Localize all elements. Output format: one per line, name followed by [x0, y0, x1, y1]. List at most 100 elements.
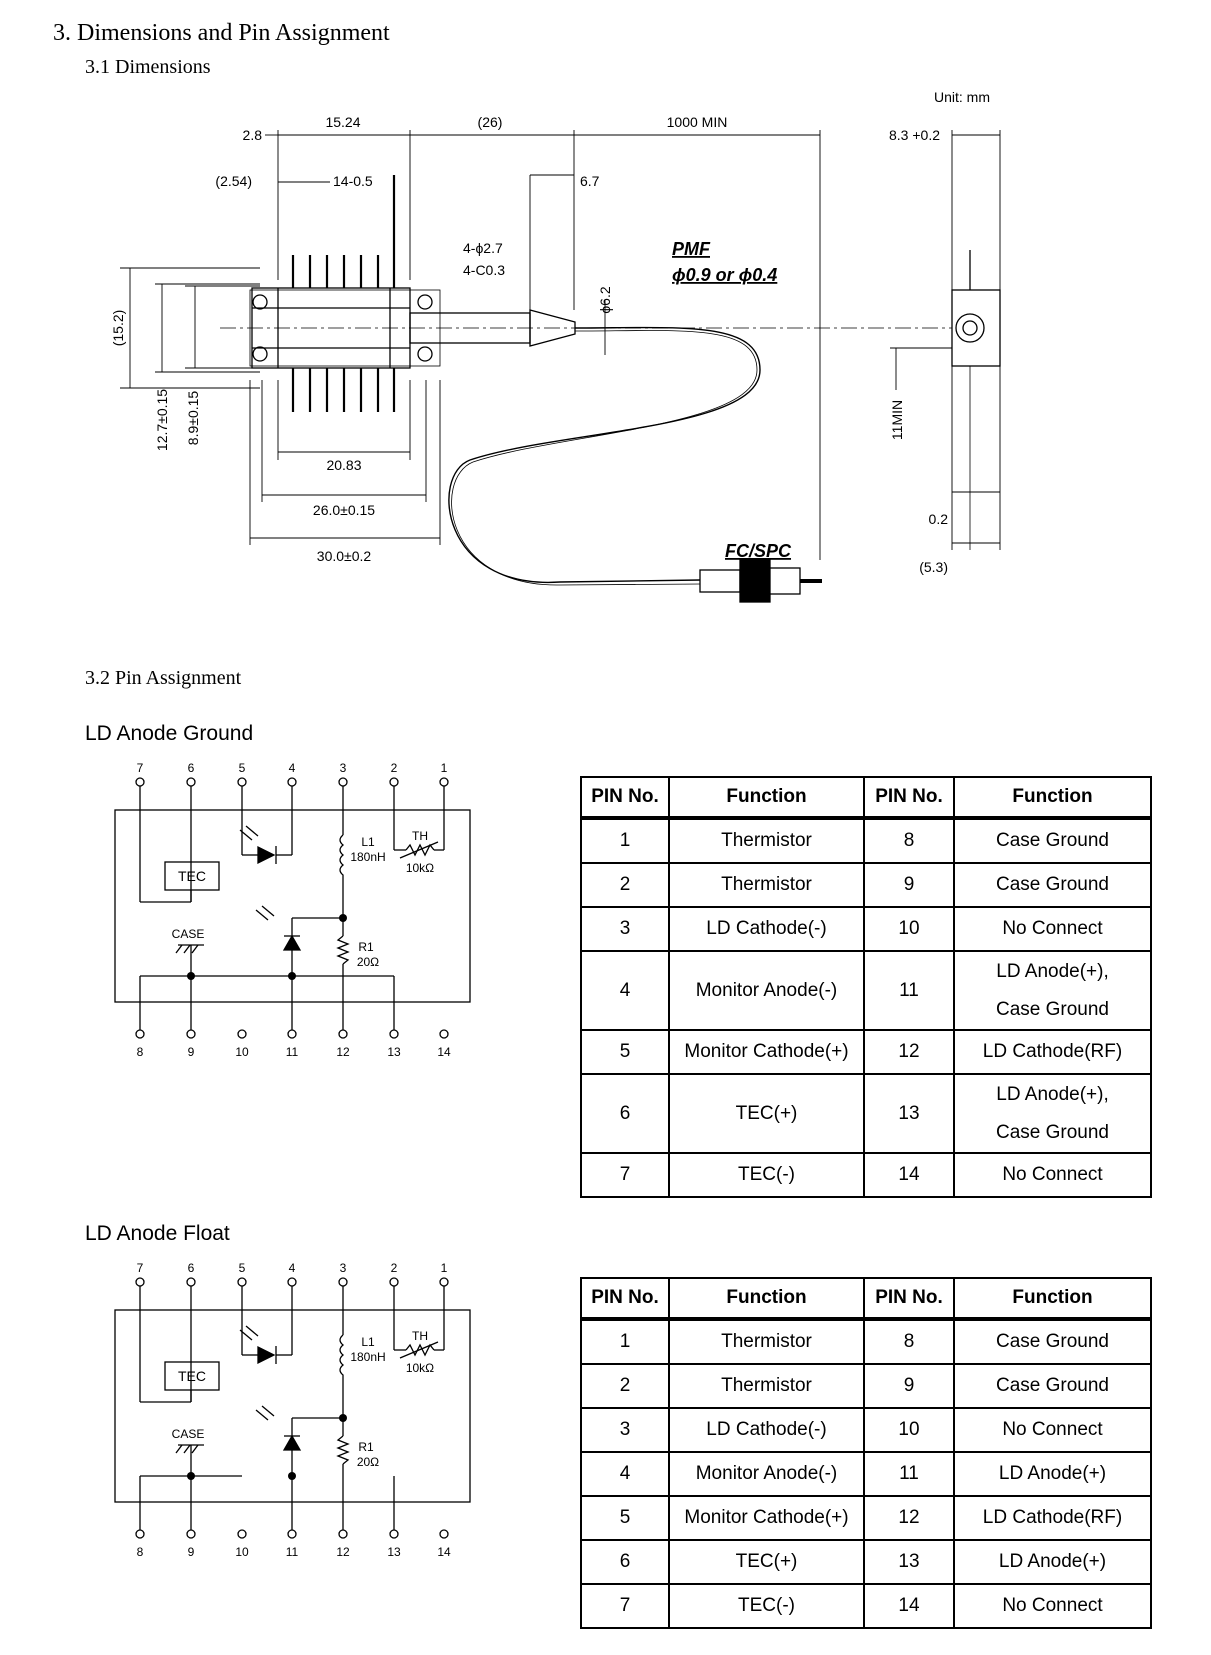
table-row: 5 Monitor Cathode(+) 12 LD Cathode(RF) [580, 1495, 1152, 1541]
pin-function: Case Ground [953, 1318, 1152, 1365]
dim-12-7: 12.7±0.15 [154, 389, 170, 451]
dim-14-05: 14-0.5 [333, 173, 373, 189]
pin-label: 10 [235, 1045, 249, 1059]
pin-no: 10 [863, 1407, 955, 1453]
pin-function: Case Ground [953, 1363, 1152, 1409]
pin-label: 12 [336, 1545, 350, 1559]
ground-schematic: 7 6 5 4 3 2 1 8 9 10 11 12 13 14 TEC CAS… [114, 761, 471, 1059]
header-pin-no: PIN No. [863, 776, 955, 820]
pin-label: 9 [188, 1545, 195, 1559]
dim-15-2: (15.2) [110, 310, 126, 347]
pin-function: Thermistor [668, 817, 865, 864]
dim-26: (26) [478, 114, 503, 130]
r1-value: 20Ω [357, 1455, 379, 1469]
pin-no: 3 [580, 1407, 670, 1453]
pin-function: Thermistor [668, 1318, 865, 1365]
pin-function: LD Cathode(RF) [953, 1495, 1152, 1541]
pin-function: LD Anode(+) [953, 1451, 1152, 1497]
table-row: 2 Thermistor 9 Case Ground [580, 1363, 1152, 1409]
table-row: 3 LD Cathode(-) 10 No Connect [580, 1407, 1152, 1453]
pin-no: 4 [580, 1451, 670, 1497]
pin-assignment-heading: 3.2 Pin Assignment [85, 667, 242, 689]
dim-11min: 11MIN [889, 400, 905, 440]
pin-function: TEC(-) [668, 1152, 865, 1198]
header-function: Function [668, 1277, 865, 1321]
pin-function-line: LD Anode(+), [996, 1083, 1109, 1105]
pin-function: LD Cathode(RF) [953, 1029, 1152, 1075]
pin-function: TEC(+) [668, 1073, 865, 1154]
ground-config-title: LD Anode Ground [85, 722, 254, 745]
float-config-title: LD Anode Float [85, 1222, 230, 1245]
dimension-drawing: Unit: mm 2.8 15.24 (26) 1000 MIN 8.3 +0.… [110, 90, 1001, 603]
header-pin-no: PIN No. [863, 1277, 955, 1321]
ground-pin-table: PIN No. Function PIN No. Function 1 Ther… [580, 776, 1152, 1198]
th-label: TH [412, 829, 428, 843]
pin-function: TEC(+) [668, 1539, 865, 1585]
pin-function: Monitor Cathode(+) [668, 1495, 865, 1541]
l1-value: 180nH [350, 1350, 385, 1364]
pin-no: 14 [863, 1583, 955, 1629]
pin-label: 2 [391, 1261, 398, 1275]
table-row: 7 TEC(-) 14 No Connect [580, 1583, 1152, 1629]
float-pin-table: PIN No. Function PIN No. Function 1 Ther… [580, 1277, 1152, 1629]
table-header: PIN No. Function PIN No. Function [580, 1277, 1152, 1321]
dim-chamfer: 4-C0.3 [463, 262, 505, 278]
table-row: 5 Monitor Cathode(+) 12 LD Cathode(RF) [580, 1029, 1152, 1075]
pin-no: 7 [580, 1583, 670, 1629]
pin-label: 3 [340, 761, 347, 775]
pin-no: 4 [580, 950, 670, 1031]
pin-label: 11 [286, 1545, 299, 1559]
l1-label: L1 [361, 1335, 375, 1349]
dim-8-9: 8.9±0.15 [185, 391, 201, 446]
pin-no: 5 [580, 1495, 670, 1541]
dim-0-2: 0.2 [929, 511, 949, 527]
table-row: 1 Thermistor 8 Case Ground [580, 1318, 1152, 1365]
dim-20-83: 20.83 [326, 457, 361, 473]
pin-no: 12 [863, 1029, 955, 1075]
pin-no: 6 [580, 1073, 670, 1154]
dimensions-heading: 3.1 Dimensions [85, 56, 211, 78]
case-label: CASE [172, 927, 205, 941]
pin-label: 5 [239, 1261, 246, 1275]
fiber-type: PMF [672, 239, 711, 259]
fiber-diameter: ϕ0.9 or ϕ0.4 [672, 265, 777, 285]
pin-no: 9 [863, 862, 955, 908]
pin-no: 8 [863, 817, 955, 864]
pin-function: Thermistor [668, 1363, 865, 1409]
pin-label: 6 [188, 761, 195, 775]
pin-no: 13 [863, 1539, 955, 1585]
dim-1000: 1000 MIN [667, 114, 728, 130]
pin-function: LD Cathode(-) [668, 1407, 865, 1453]
pin-label: 9 [188, 1045, 195, 1059]
th-value: 10kΩ [406, 1361, 434, 1375]
pin-function: No Connect [953, 1407, 1152, 1453]
pin-label: 12 [336, 1045, 350, 1059]
dim-8-3: 8.3 +0.2 [889, 127, 940, 143]
pin-no: 2 [580, 862, 670, 908]
pin-function: LD Cathode(-) [668, 906, 865, 952]
pin-label: 14 [437, 1045, 451, 1059]
pin-label: 6 [188, 1261, 195, 1275]
table-row: 1 Thermistor 8 Case Ground [580, 817, 1152, 864]
l1-value: 180nH [350, 850, 385, 864]
dim-5-3: (5.3) [919, 559, 948, 575]
pin-label: 5 [239, 761, 246, 775]
dim-26-0: 26.0±0.15 [313, 502, 375, 518]
header-pin-no: PIN No. [580, 776, 670, 820]
pin-no: 1 [580, 817, 670, 864]
pin-function-line: LD Anode(+), [996, 960, 1109, 982]
pin-no: 12 [863, 1495, 955, 1541]
header-pin-no: PIN No. [580, 1277, 670, 1321]
pin-label: 4 [289, 1261, 296, 1275]
table-row: 4 Monitor Anode(-) 11 LD Anode(+),Case G… [580, 950, 1152, 1031]
unit-label: Unit: mm [934, 90, 990, 105]
r1-value: 20Ω [357, 955, 379, 969]
pin-no: 5 [580, 1029, 670, 1075]
pin-function: No Connect [953, 1583, 1152, 1629]
pin-function: Monitor Anode(-) [668, 1451, 865, 1497]
pin-no: 11 [863, 950, 955, 1031]
section-heading: 3. Dimensions and Pin Assignment [53, 20, 390, 46]
pin-function: Case Ground [953, 862, 1152, 908]
pin-no: 11 [863, 1451, 955, 1497]
pin-label: 7 [137, 1261, 144, 1275]
